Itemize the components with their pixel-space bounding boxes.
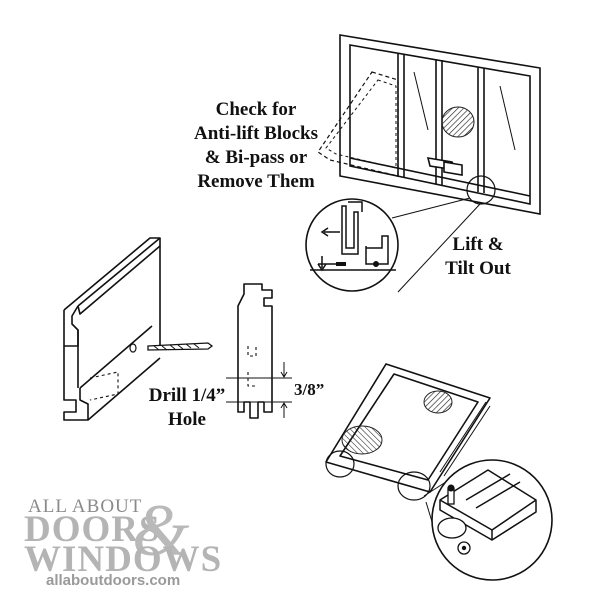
frame-extrusion-illustration — [63, 237, 161, 421]
dimension-label: 3/8” — [294, 380, 325, 399]
check-line-4: Remove Them — [197, 171, 315, 192]
check-line-1: Check for — [215, 99, 297, 120]
check-blocks-caption: Check for Anti-lift Blocks & Bi-pass or … — [176, 98, 336, 194]
logo-line-all-about: ALL ABOUT — [28, 496, 143, 517]
bracket-profile-illustration — [226, 283, 292, 419]
logo-doors: DOORS — [24, 509, 161, 550]
logo-windows: WINDOWS — [24, 539, 223, 580]
logo-url: allaboutdoors.com — [46, 572, 181, 589]
check-line-2: Anti-lift Blocks — [193, 123, 319, 144]
window-frame-illustration — [317, 34, 541, 215]
logo-ampersand: & — [132, 490, 190, 572]
drill-line-2: Hole — [168, 409, 206, 430]
detail-callout-circle — [466, 175, 496, 205]
lift-line-1: Lift & — [452, 234, 504, 255]
roller-detail-illustration — [431, 459, 553, 581]
drill-bit-icon — [147, 342, 214, 351]
screen-mesh-icon — [441, 106, 475, 138]
lift-detail-illustration — [305, 198, 399, 292]
check-line-3: & Bi-pass or — [204, 147, 308, 168]
lift-tilt-caption: Lift & Tilt Out — [428, 233, 528, 281]
drill-hole-caption: Drill 1/4” Hole — [132, 384, 242, 432]
drill-line-1: Drill 1/4” — [148, 385, 226, 406]
drill-hole-mark — [129, 343, 137, 353]
lift-line-2: Tilt Out — [445, 258, 511, 279]
